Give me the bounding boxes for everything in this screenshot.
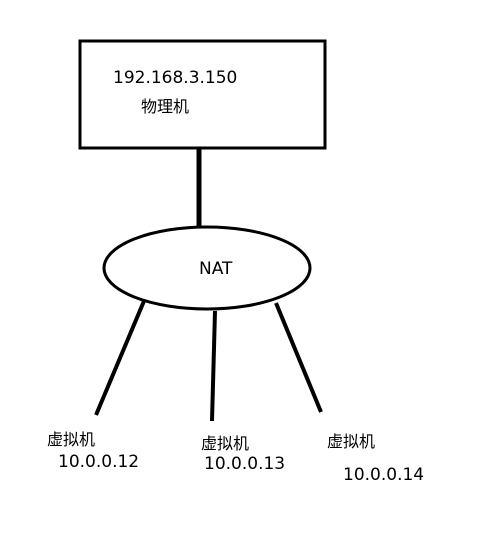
vm-2-label: 虚拟机	[201, 434, 250, 453]
vm-3-label: 虚拟机	[327, 432, 376, 451]
physical-host-box	[78, 39, 327, 150]
vm-2-ip: 10.0.0.13	[204, 454, 286, 474]
nat-to-vm-2-link	[210, 310, 217, 422]
nat-to-vm-3-link	[274, 302, 323, 413]
vm-1-label: 虚拟机	[47, 430, 96, 449]
nat-label: NAT	[199, 259, 233, 279]
nat-ellipse	[102, 225, 312, 311]
physical-host-label: 物理机	[141, 97, 190, 116]
physical-host-ip: 192.168.3.150	[113, 68, 238, 88]
vm-3-ip: 10.0.0.14	[343, 465, 425, 485]
nat-to-vm-1-link	[94, 300, 146, 416]
vm-1-ip: 10.0.0.12	[58, 452, 140, 472]
